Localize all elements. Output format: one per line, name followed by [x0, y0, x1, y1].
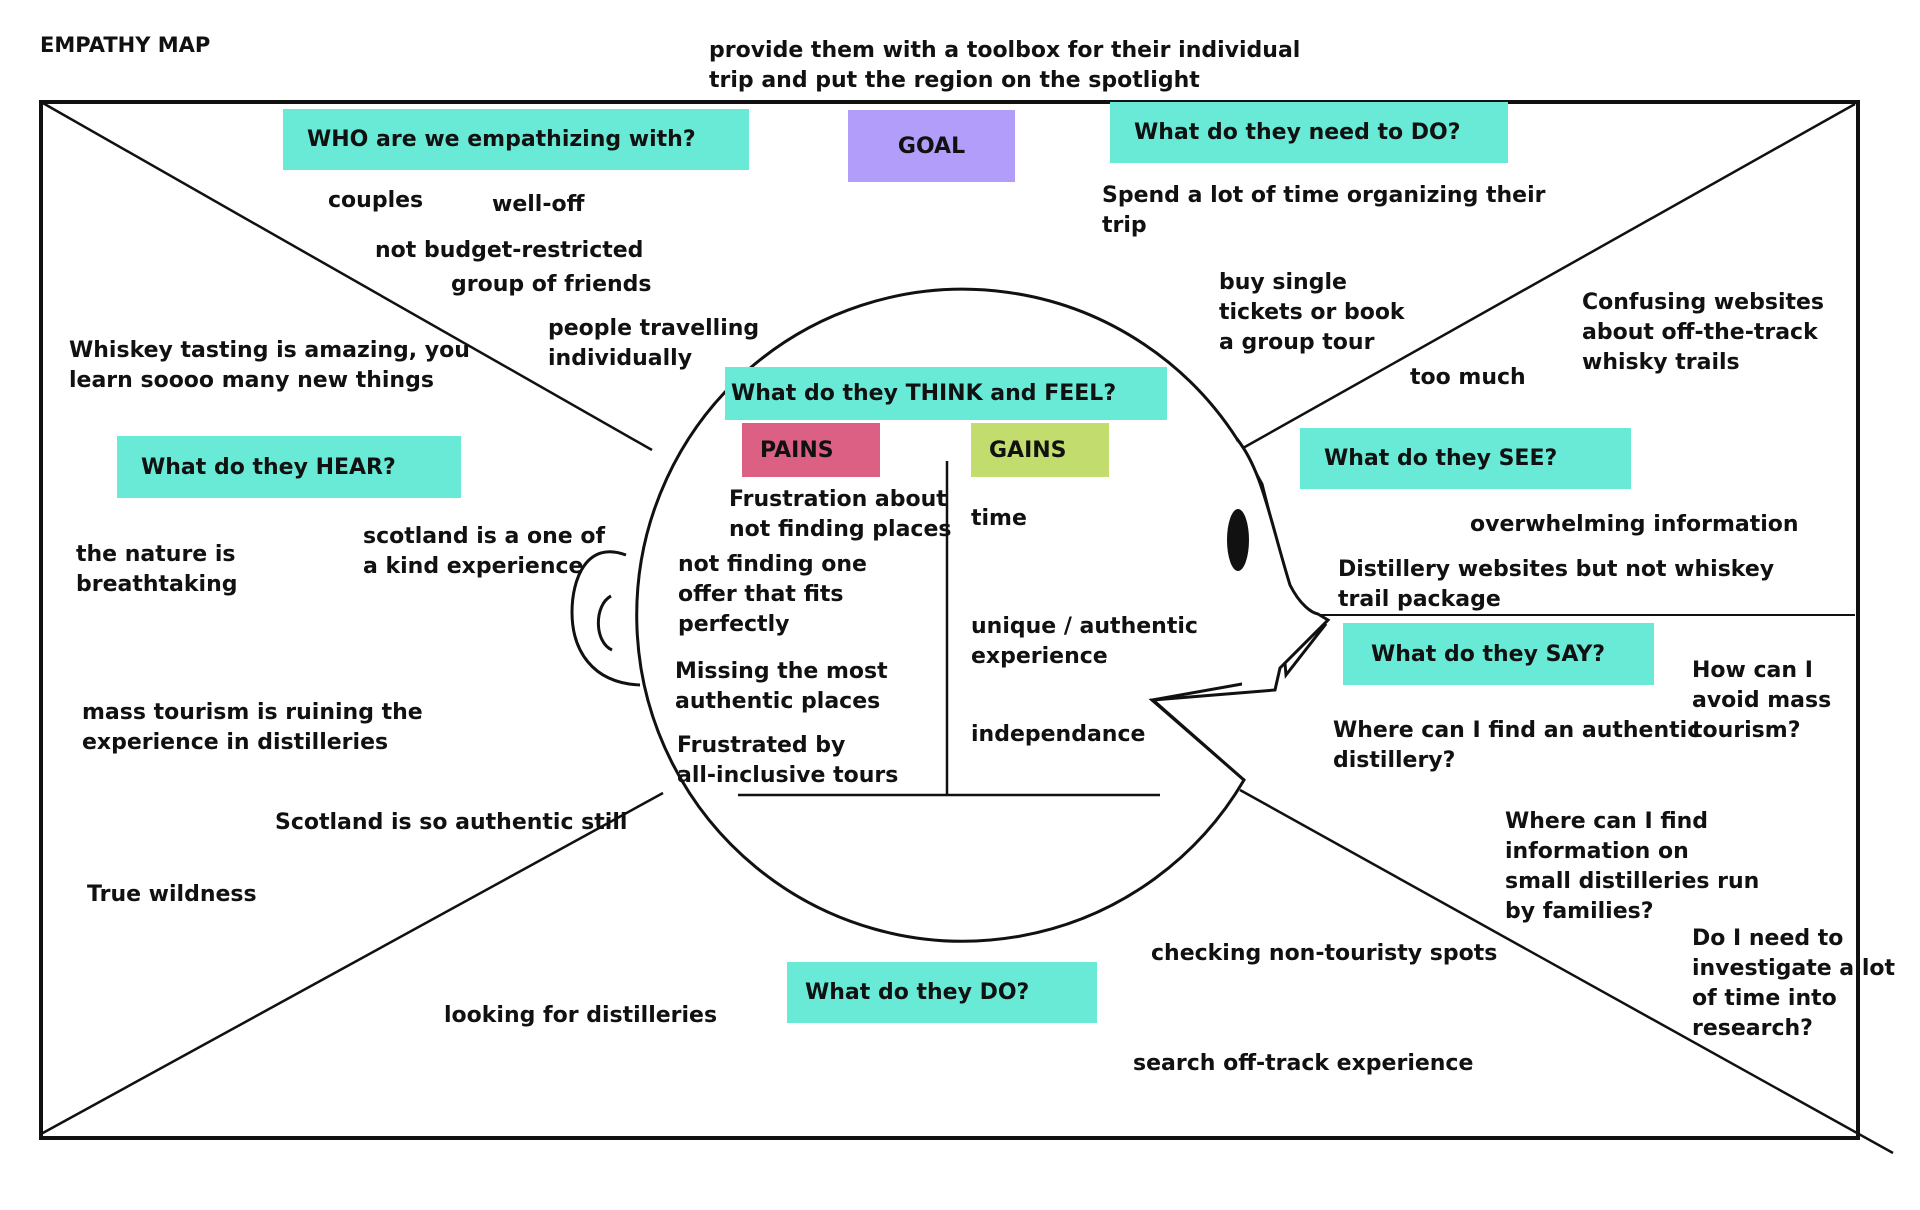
do-heading: What do they DO?: [787, 962, 1097, 1023]
who-item: well-off: [492, 192, 585, 217]
say-heading: What do they SAY?: [1343, 623, 1654, 685]
face-profile: [1149, 438, 1331, 782]
map-border: [39, 100, 1860, 1140]
gains-label: GAINS: [971, 423, 1109, 477]
hear-item: Scotland is so authentic still: [275, 810, 628, 835]
do-item: search off-track experience: [1133, 1051, 1474, 1076]
pains-label: PAINS: [742, 423, 880, 477]
see-item: overwhelming information: [1470, 512, 1799, 537]
pain-item: Missing the most authentic places: [675, 659, 888, 714]
gain-item: unique / authentic experience: [971, 614, 1198, 669]
ear-icon: [570, 550, 641, 687]
hear-item: the nature is breathtaking: [76, 542, 238, 597]
see-item: too much: [1410, 365, 1526, 390]
who-heading: WHO are we empathizing with?: [283, 109, 749, 170]
gain-item: time: [971, 506, 1027, 531]
who-item: couples: [328, 188, 424, 213]
who-item: not budget-restricted: [375, 238, 644, 263]
see-item: Confusing websites about off-the-track w…: [1582, 290, 1825, 375]
see-heading: What do they SEE?: [1300, 428, 1631, 489]
hear-item: scotland is a one of a kind experience: [363, 524, 606, 579]
goal-label: GOAL: [848, 110, 1015, 182]
who-item: people travelling individually: [548, 316, 760, 371]
do-item: looking for distilleries: [444, 1003, 718, 1028]
pain-item: not finding one offer that fits perfectl…: [678, 552, 867, 637]
diagonal-bottom-right: [1239, 788, 1894, 1155]
who-item: group of friends: [451, 272, 652, 297]
need-to-do-item: Spend a lot of time organizing their tri…: [1102, 183, 1546, 238]
say-item: Where can I find information on small di…: [1505, 809, 1760, 924]
gain-item: independance: [971, 722, 1146, 747]
hear-item: mass tourism is ruining the experience i…: [82, 700, 423, 755]
goal-statement: provide them with a toolbox for their in…: [709, 38, 1301, 93]
diagonal-top-left: [40, 100, 653, 452]
hear-item: Whiskey tasting is amazing, you learn so…: [69, 338, 470, 393]
do-item: checking non-touristy spots: [1151, 941, 1498, 966]
diagonal-bottom-left: [40, 791, 664, 1136]
need-to-do-heading: What do they need to DO?: [1110, 102, 1508, 163]
head-outline: [635, 287, 1328, 943]
think-feel-heading: What do they THINK and FEEL?: [725, 367, 1167, 420]
say-item: How can I avoid mass tourism?: [1692, 658, 1832, 743]
pain-item: Frustration about not finding places: [729, 487, 952, 542]
eye-icon: [1227, 509, 1249, 571]
pain-item: Frustrated by all-inclusive tours: [677, 733, 899, 788]
say-item: Do I need to investigate a lot of time i…: [1692, 926, 1895, 1041]
say-item: Where can I find an authentic distillery…: [1333, 718, 1701, 773]
see-item: Distillery websites but not whiskey trai…: [1338, 557, 1775, 612]
ear-inner-icon: [596, 594, 613, 652]
diagonal-top-right: [1242, 102, 1856, 450]
hear-item: True wildness: [87, 882, 257, 907]
hear-heading: What do they HEAR?: [117, 436, 461, 498]
need-to-do-item: buy single tickets or book a group tour: [1219, 270, 1405, 355]
page-title: EMPATHY MAP: [40, 33, 211, 57]
